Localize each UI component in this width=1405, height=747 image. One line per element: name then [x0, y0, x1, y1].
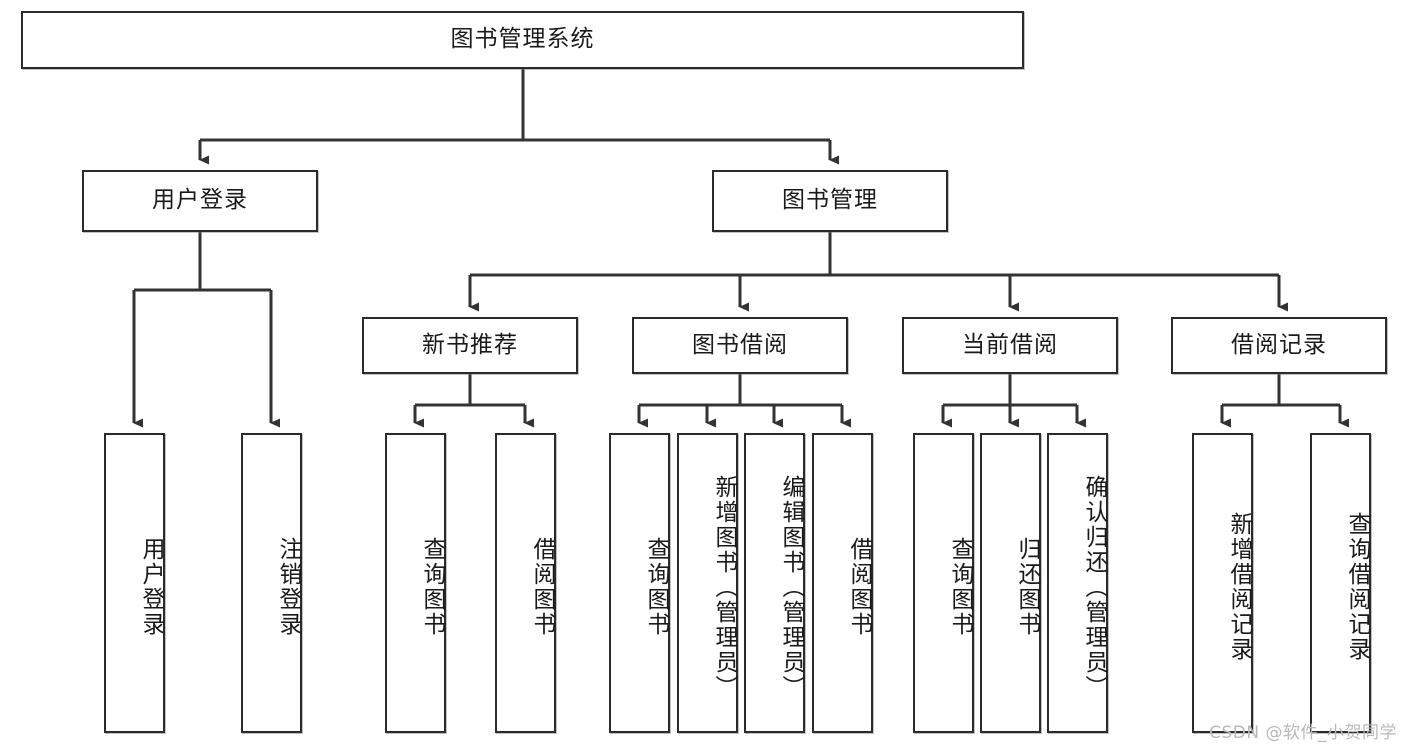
node-user-login[interactable]: 用户登录 [82, 170, 318, 232]
node-user-login-label: 用户登录 [152, 187, 248, 214]
node-leaf-borrow-book-2[interactable]: 借阅图书 [812, 433, 873, 733]
node-book-borrow-label: 图书借阅 [692, 331, 788, 358]
node-current-borrow-label: 当前借阅 [962, 331, 1058, 358]
node-leaf-edit-book[interactable]: 编辑图书（管理员） [744, 433, 805, 733]
node-leaf-edit-book-label: 编辑图书（管理员） [778, 474, 804, 700]
node-leaf-confirm-return-label: 确认归还（管理员） [1081, 474, 1107, 700]
node-book-management-label: 图书管理 [782, 187, 878, 214]
node-leaf-logout-login[interactable]: 注销登录 [241, 433, 302, 733]
node-leaf-borrow-book-2-label: 借阅图书 [846, 537, 872, 637]
node-leaf-user-login[interactable]: 用户登录 [104, 433, 165, 733]
node-leaf-borrow-book-1[interactable]: 借阅图书 [495, 433, 556, 733]
node-new-book-recommend[interactable]: 新书推荐 [362, 317, 578, 374]
node-leaf-add-book-label: 新增图书（管理员） [711, 474, 737, 700]
node-borrow-record-label: 借阅记录 [1231, 331, 1327, 358]
node-leaf-query-record[interactable]: 查询借阅记录 [1310, 433, 1371, 733]
node-leaf-add-record-label: 新增借阅记录 [1226, 512, 1252, 662]
node-book-borrow[interactable]: 图书借阅 [632, 317, 848, 374]
node-leaf-query-book-1-label: 查询图书 [419, 537, 445, 637]
node-root-system-label: 图书管理系统 [450, 26, 595, 53]
node-leaf-logout-login-label: 注销登录 [275, 537, 301, 637]
node-leaf-add-book[interactable]: 新增图书（管理员） [677, 433, 738, 733]
node-leaf-query-book-2[interactable]: 查询图书 [609, 433, 670, 733]
node-current-borrow[interactable]: 当前借阅 [902, 317, 1118, 374]
node-book-management[interactable]: 图书管理 [712, 170, 948, 232]
node-leaf-add-record[interactable]: 新增借阅记录 [1192, 433, 1253, 733]
node-root-system[interactable]: 图书管理系统 [21, 11, 1024, 69]
node-borrow-record[interactable]: 借阅记录 [1171, 317, 1387, 374]
node-leaf-query-book-3-label: 查询图书 [947, 537, 973, 637]
node-leaf-user-login-label: 用户登录 [138, 537, 164, 637]
node-new-book-recommend-label: 新书推荐 [422, 331, 518, 358]
node-leaf-confirm-return[interactable]: 确认归还（管理员） [1047, 433, 1108, 733]
watermark-text: CSDN @软件_小贺同学 [1209, 723, 1397, 743]
node-leaf-borrow-book-1-label: 借阅图书 [529, 537, 555, 637]
node-leaf-query-book-2-label: 查询图书 [643, 537, 669, 637]
node-leaf-return-book-label: 归还图书 [1014, 537, 1040, 637]
node-leaf-return-book[interactable]: 归还图书 [980, 433, 1041, 733]
node-leaf-query-book-3[interactable]: 查询图书 [913, 433, 974, 733]
node-leaf-query-book-1[interactable]: 查询图书 [385, 433, 446, 733]
node-leaf-query-record-label: 查询借阅记录 [1344, 512, 1370, 662]
